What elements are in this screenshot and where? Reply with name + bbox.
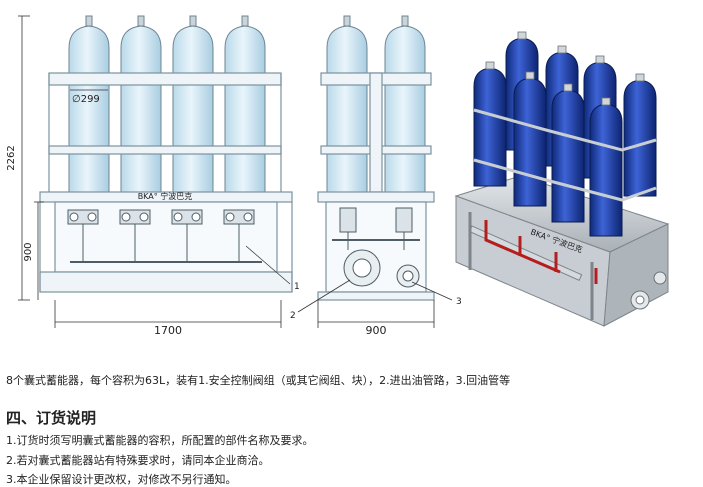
dimension-diameter: ∅299 <box>72 94 100 105</box>
dimension-base-height: 900 <box>23 242 34 261</box>
callout-3-label: 3 <box>456 297 462 307</box>
side-view-components <box>332 207 420 288</box>
front-view-drawing: 2262 900 ∅299 1700 BKA° 宁波巴克 1 <box>6 15 300 337</box>
callout-2-label: 2 <box>290 311 296 321</box>
render-tank-caps <box>485 31 645 106</box>
render-clamp-bands <box>473 108 657 202</box>
front-view-dimensions <box>18 15 282 328</box>
render-3d-view: BKA° 宁波巴克 <box>454 31 670 327</box>
front-view-frame <box>39 72 293 293</box>
figure-caption: 8个囊式蓄能器，每个容积为63L，装有1.安全控制阀组（或其它阀组、块），2.进… <box>6 374 511 387</box>
accumulator-station-figure: 2262 900 ∅299 1700 BKA° 宁波巴克 1 <box>6 15 670 337</box>
section-heading: 四、订货说明 <box>6 409 97 427</box>
note-item: 2.若对囊式蓄能器站有特殊要求时，请同本企业商洽。 <box>6 454 270 467</box>
dimension-total-height: 2262 <box>6 145 17 170</box>
note-item: 1.订货时须写明囊式蓄能器的容积，所配置的部件名称及要求。 <box>6 434 314 447</box>
callout-1-label: 1 <box>294 282 300 292</box>
render-flanges <box>630 271 667 310</box>
note-item: 3.本企业保留设计更改权，对修改不另行通知。 <box>6 473 237 486</box>
dimension-front-width: 1700 <box>154 324 182 337</box>
render-pipes <box>484 220 598 284</box>
side-view-dimensions <box>297 279 453 328</box>
front-view-valve-blocks <box>67 209 262 263</box>
callout-1-leader <box>245 245 291 285</box>
dimension-side-width: 900 <box>366 324 387 337</box>
side-view-drawing: 900 2 3 <box>290 15 462 337</box>
front-brand-label: BKA° 宁波巴克 <box>138 191 193 201</box>
